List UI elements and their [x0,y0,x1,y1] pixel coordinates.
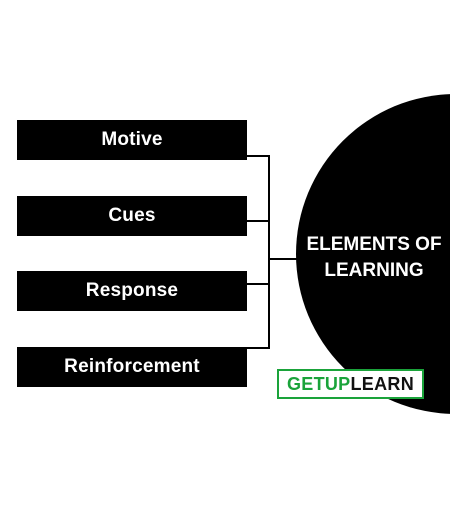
element-label: Reinforcement [64,356,200,377]
logo-part-get: GETUP [286,373,351,394]
element-label: Cues [108,205,156,226]
element-cues: Cues [17,196,247,236]
center-title-line1: ELEMENTS OF [306,234,442,255]
element-label: Response [85,280,179,301]
logo-part-learn: LEARN [350,373,414,394]
element-motive: Motive [17,120,247,160]
element-response: Response [17,271,247,311]
center-title: ELEMENTS OF LEARNING [296,232,450,284]
element-label: Motive [101,129,163,150]
element-reinforcement: Reinforcement [17,347,247,387]
center-title-line2: LEARNING [324,260,424,281]
